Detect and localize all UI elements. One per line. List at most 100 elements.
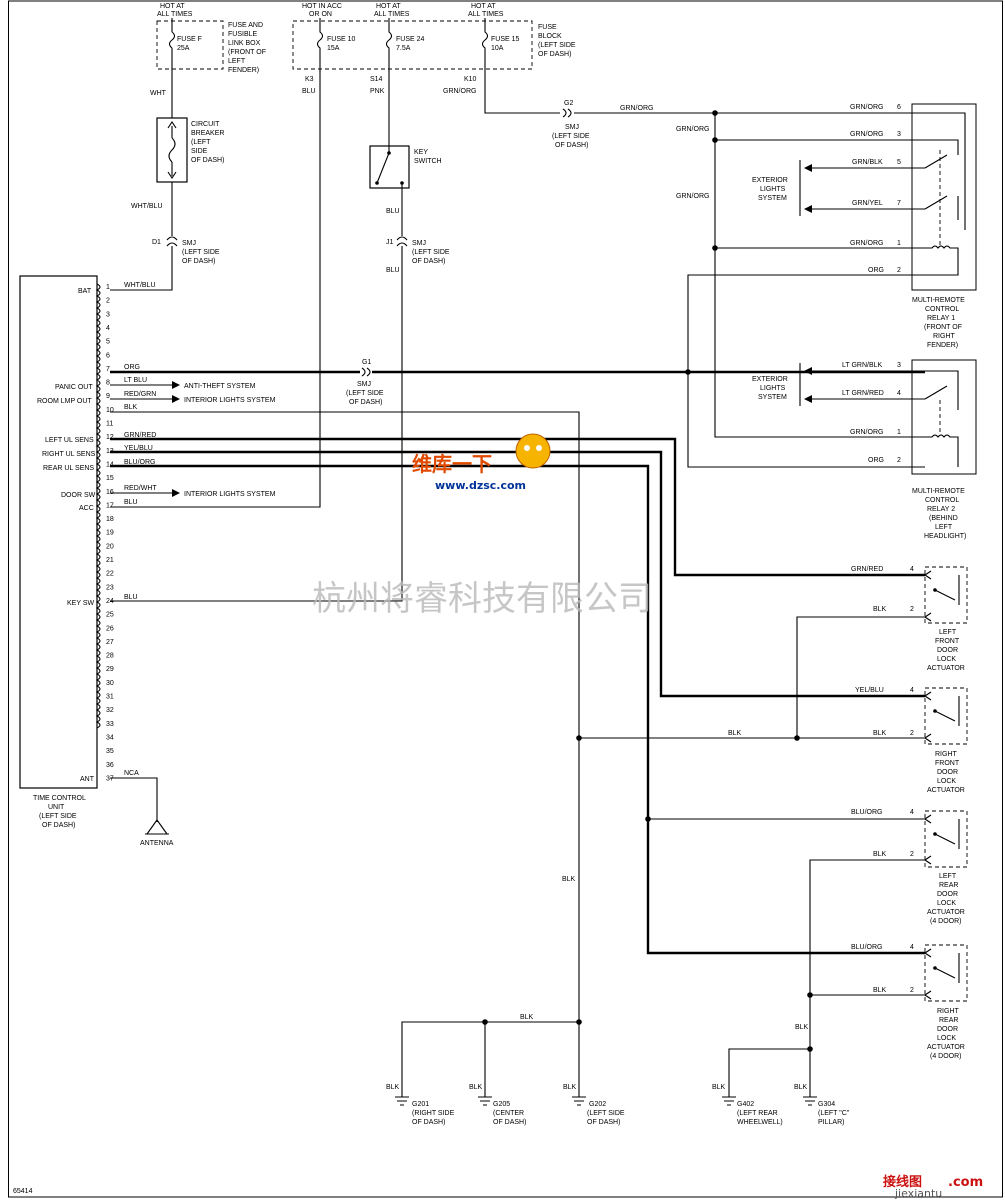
r1-wire-7: GRN/YEL bbox=[852, 200, 883, 207]
logo-eye-right bbox=[536, 445, 542, 451]
g304-loc-1: (LEFT "C" bbox=[818, 1110, 850, 1117]
tcu-pin-number: 14 bbox=[106, 461, 114, 468]
rr-label-1: RIGHT bbox=[937, 1008, 960, 1015]
tcu-pin-number: 18 bbox=[106, 516, 114, 523]
tcu-pin-number: 22 bbox=[106, 571, 114, 578]
wire-grnorg-branches bbox=[715, 139, 925, 249]
logo-mascot-icon bbox=[515, 433, 551, 469]
r1-output-wires bbox=[805, 167, 925, 210]
wire-bluorg bbox=[110, 464, 925, 955]
tcu-pin-number: 28 bbox=[106, 653, 114, 660]
wire-blu-key-sw bbox=[110, 246, 403, 602]
r1-contacts bbox=[924, 112, 966, 230]
fuse-block-1: FUSE bbox=[538, 24, 557, 31]
cb-label-1: CIRCUIT bbox=[191, 121, 220, 128]
tcu-pin-number: 7 bbox=[106, 366, 110, 373]
tcu-pin-numbers: 1234567891011121314151617181920212223242… bbox=[106, 284, 114, 782]
g202-loc-2: OF DASH) bbox=[587, 1119, 620, 1126]
site-dot-text: .com bbox=[948, 1175, 983, 1190]
ground-g201-icon bbox=[395, 1096, 409, 1106]
r1-output-arrows bbox=[804, 164, 812, 213]
relay-2-label-1: MULTI-REMOTE bbox=[912, 488, 965, 495]
g304-loc-2: PILLAR) bbox=[818, 1119, 844, 1126]
rf-pin-2: 2 bbox=[910, 730, 914, 737]
diagram-id: 65414 bbox=[13, 1188, 33, 1195]
key-switch-label-1: KEY bbox=[414, 149, 428, 156]
wire-nca bbox=[110, 777, 158, 822]
tcu-connector-curls bbox=[95, 283, 101, 729]
tcu-pin-number: 25 bbox=[106, 612, 114, 619]
pin9-wire: RED/GRN bbox=[124, 391, 156, 398]
smj-j1-symbol bbox=[396, 236, 408, 247]
fuse-f-box bbox=[156, 20, 224, 70]
tcu-pin-number: 32 bbox=[106, 707, 114, 714]
relay-2-box bbox=[911, 359, 977, 475]
site-cn-text: 接线图 bbox=[883, 1174, 922, 1190]
relay-1-label-2: CONTROL bbox=[925, 306, 959, 313]
cb-label-2: BREAKER bbox=[191, 130, 224, 137]
smj-d1-l1: SMJ bbox=[182, 240, 196, 247]
lf-wire-2: BLK bbox=[873, 606, 887, 613]
wire-blk-pin10 bbox=[110, 411, 580, 1022]
smj-g2-l3: OF DASH) bbox=[555, 142, 588, 149]
r1-wire-5: GRN/BLK bbox=[852, 159, 883, 166]
wire-blu-lower-label: BLU bbox=[386, 267, 400, 274]
tcu-key-sw: KEY SW bbox=[67, 600, 94, 607]
fuse-24-hot-2: ALL TIMES bbox=[374, 11, 410, 18]
g402-wire: BLK bbox=[712, 1084, 726, 1091]
r2-pin-3: 3 bbox=[897, 362, 901, 369]
tcu-pin-number: 2 bbox=[106, 298, 110, 305]
tcu-bat: BAT bbox=[78, 288, 92, 295]
tcu-pin-number: 15 bbox=[106, 475, 114, 482]
pin7-wire: ORG bbox=[124, 364, 140, 371]
g201-loc-1: (RIGHT SIDE bbox=[412, 1110, 455, 1117]
tcu-pin-number: 34 bbox=[106, 734, 114, 741]
tcu-pin-number: 37 bbox=[106, 775, 114, 782]
relay-2-label-4: (BEHIND bbox=[929, 515, 958, 522]
r2-coil bbox=[925, 434, 959, 467]
r2-pin-2: 2 bbox=[897, 457, 901, 464]
smj-g1-symbol bbox=[361, 367, 371, 377]
rf-label-2: FRONT bbox=[935, 760, 960, 767]
pin10-wire: BLK bbox=[124, 404, 138, 411]
rr-wire-2: BLK bbox=[873, 987, 887, 994]
r1-pin-1: 1 bbox=[897, 240, 901, 247]
junction-g202 bbox=[576, 1019, 582, 1025]
tcu-pin-number: 6 bbox=[106, 352, 110, 359]
fuse-15-hot-1: HOT AT bbox=[471, 3, 496, 10]
lr-wire-2: BLK bbox=[873, 851, 887, 858]
blk-rear-label: BLK bbox=[795, 1024, 809, 1031]
ground-g205-icon bbox=[478, 1096, 492, 1106]
fuse-24-rating: 7.5A bbox=[396, 45, 411, 52]
rr-actuator-box bbox=[924, 944, 968, 1002]
pin-k3: K3 bbox=[305, 76, 314, 83]
tcu-pin-number: 11 bbox=[106, 421, 113, 428]
lr-label-4: LOCK bbox=[937, 900, 956, 907]
relay-1-label-6: FENDER) bbox=[927, 342, 958, 349]
lf-label-1: LEFT bbox=[939, 629, 957, 636]
r1-pin-5: 5 bbox=[897, 159, 901, 166]
relay-1: GRN/ORG 6 GRN/ORG 3 GRN/BLK 5 GRN/YEL 7 … bbox=[752, 103, 977, 349]
rr-label-2: REAR bbox=[939, 1017, 958, 1024]
r2-wire-2: ORG bbox=[868, 457, 884, 464]
fuse-10-symbol bbox=[316, 18, 324, 78]
g402-id: G402 bbox=[737, 1101, 754, 1108]
tcu-wires: WHT/BLU ORG G1 SMJ (LEFT SIDE OF DASH) L… bbox=[110, 282, 925, 1022]
cb-label-5: OF DASH) bbox=[191, 157, 224, 164]
tcu-rear-ul: REAR UL SENS bbox=[43, 465, 94, 472]
r2-contacts bbox=[924, 370, 959, 410]
rf-terminals bbox=[924, 691, 932, 743]
rr-label-5: ACTUATOR bbox=[927, 1044, 965, 1051]
wire-grnorg-trunk bbox=[714, 113, 925, 438]
smj-g2-symbol bbox=[562, 108, 572, 118]
g201-loc-2: OF DASH) bbox=[412, 1119, 445, 1126]
blk-act-label: BLK bbox=[728, 730, 742, 737]
r1-ext-2: LIGHTS bbox=[760, 186, 786, 193]
circuit-breaker-arrows bbox=[167, 121, 177, 179]
fuse-block-box bbox=[292, 20, 533, 70]
grn-org-feed: G2 SMJ (LEFT SIDE OF DASH) GRN/ORG GRN/O… bbox=[484, 78, 925, 438]
logo-eye-left bbox=[524, 445, 530, 451]
r1-wire-2: ORG bbox=[868, 267, 884, 274]
wire-blk-lf bbox=[796, 616, 925, 738]
antenna-icon bbox=[145, 819, 169, 835]
